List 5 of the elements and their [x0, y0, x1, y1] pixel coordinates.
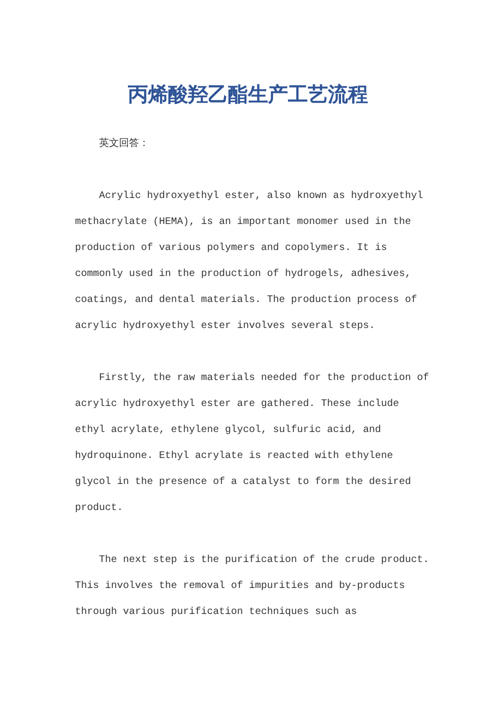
paragraph: Firstly, the raw materials needed for the production of acrylic hydroxyethyl ester are gathered. These include ethyl acrylate, ethylene glycol, sulfuric acid, and hydroquinone. Ethyl acrylate is reacted with ethylene glycol in the presence of a catalyst to form the desired product.: [75, 372, 430, 516]
page-title: 丙烯酸羟乙酯生产工艺流程: [127, 82, 369, 108]
paragraph: Acrylic hydroxyethyl ester, also known as hydroxyethyl methacrylate (HEMA), is an important monomer used in the production of various polymers and copolymers. It is commonly used in the production of hydrogels, adhesives, coatings, and dental materials. The production process of acrylic hydroxyethyl ester involves several steps.: [75, 190, 424, 334]
paragraph: The next step is the purification of the crude product. This involves the removal of impurities and by-products through various purification techniques such as: [75, 554, 430, 620]
paragraph: 英文回答：: [98, 136, 150, 152]
